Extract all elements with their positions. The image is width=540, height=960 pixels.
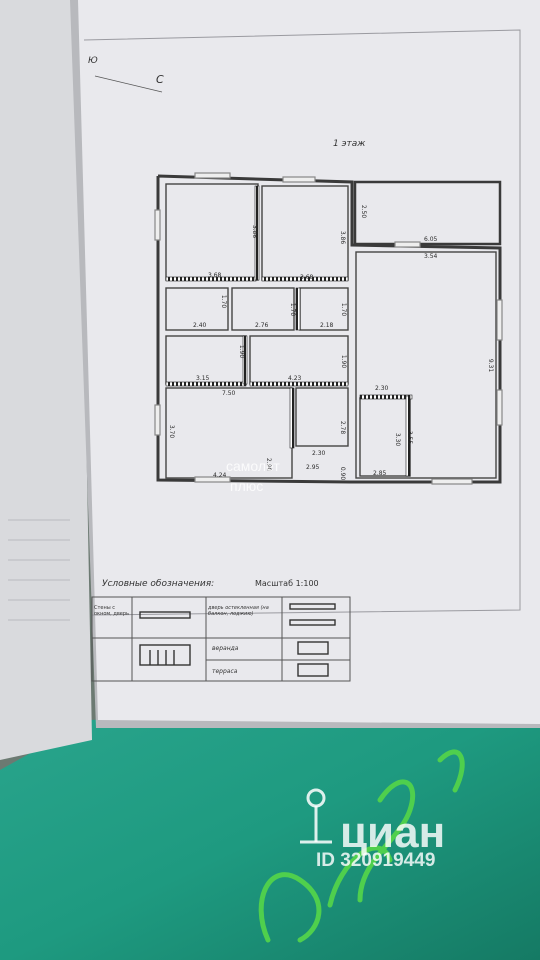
dimension-label: 3.30: [394, 432, 402, 447]
dimension-label: 1.90: [238, 344, 246, 359]
floor-title: 1 этаж: [333, 139, 366, 149]
dimension-label: 9.31: [487, 358, 495, 373]
dimension-label: 7.50: [222, 390, 236, 397]
dimension-label: 1.90: [340, 354, 348, 369]
dimension-label: 2.95: [306, 464, 320, 471]
dimension-label: 3.54: [424, 253, 438, 260]
dimension-label: 1.70: [220, 294, 228, 309]
dimension-label: 2.76: [255, 322, 269, 329]
floor-plan-drawing: [154, 172, 503, 485]
compass-label-left: Ю: [88, 56, 98, 66]
cian-id-watermark: ID 320919449: [316, 850, 436, 871]
paper-sheet: [78, 0, 540, 724]
legend-item-walls: Стены с окном, дверь: [94, 605, 129, 617]
dimension-label: 4.24: [213, 472, 227, 479]
dimension-label: 1.70: [340, 302, 348, 317]
dimension-label: 3.86: [339, 230, 347, 245]
compass-label-right: С: [156, 73, 164, 86]
dimension-label: 1.70: [289, 302, 297, 317]
dimension-label: 3.68: [208, 272, 222, 279]
dimension-label: 3.15: [196, 375, 210, 382]
cian-logo-icon: [300, 788, 332, 844]
legend-item-glazed-door: дверь остекленная (на балкон, лоджию): [208, 605, 269, 617]
cian-watermark: циан: [340, 808, 446, 857]
dimension-label: 4.23: [288, 375, 302, 382]
scale-label: Масштаб 1:100: [255, 579, 319, 588]
dimension-label: 2.30: [375, 385, 389, 392]
dimension-label: 2.78: [339, 420, 347, 435]
samolet-watermark: самолет: [226, 458, 280, 474]
dimension-label: 3.70: [168, 424, 176, 439]
samolet-plus-watermark: плюс: [230, 478, 264, 494]
marker-scribble: [258, 749, 465, 943]
legend-item-terrace: терраса: [212, 668, 238, 675]
legend-table: [91, 596, 351, 682]
dimension-label: 6.05: [424, 236, 438, 243]
legend-title: Условные обозначения:: [102, 579, 215, 589]
dimension-label: 3.55: [406, 430, 414, 445]
dimension-label: 2.50: [360, 204, 368, 219]
dimension-label: 0.90: [339, 466, 347, 481]
legend-item-veranda: веранда: [212, 645, 239, 652]
dimension-label: 3.86: [251, 224, 259, 239]
dimension-label: 2.18: [320, 322, 334, 329]
dimension-label: 2.40: [193, 322, 207, 329]
dimension-label: 3.68: [300, 274, 314, 281]
dimension-label: 2.30: [312, 450, 326, 457]
dimension-label: 2.85: [373, 470, 387, 477]
